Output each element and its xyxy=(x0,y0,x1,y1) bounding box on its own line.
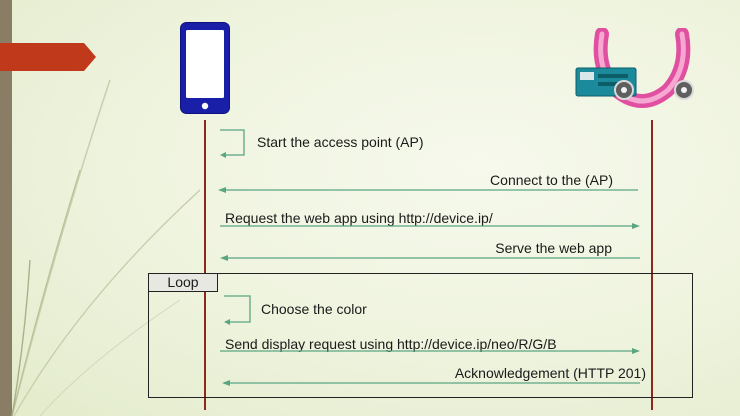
decorative-grass-lines xyxy=(11,79,200,416)
arrow-request-app xyxy=(220,223,640,229)
self-loop-arrow-color xyxy=(224,295,251,325)
phone-lifeline xyxy=(204,120,206,410)
neopixel-device-icon xyxy=(575,28,694,108)
smartphone-icon xyxy=(180,22,230,114)
arrow-connect-ap xyxy=(218,187,638,193)
message-serve-app: Serve the web app xyxy=(495,240,612,256)
arrow-serve-app xyxy=(220,255,640,261)
message-request-app: Request the web app using http://device.… xyxy=(225,210,493,226)
message-connect-ap: Connect to the (AP) xyxy=(490,172,613,188)
left-accent-bar xyxy=(0,0,12,416)
loop-frame xyxy=(148,273,693,398)
message-ack: Acknowledgement (HTTP 201) xyxy=(454,365,646,381)
message-start-ap: Start the access point (AP) xyxy=(257,134,424,150)
arrow-send-request xyxy=(220,348,640,354)
device-lifeline xyxy=(651,120,653,410)
message-choose-color: Choose the color xyxy=(261,301,367,317)
loop-label: Loop xyxy=(148,273,218,292)
arrow-ack xyxy=(222,380,640,386)
message-send-request: Send display request using http://device… xyxy=(225,336,557,352)
self-loop-arrow xyxy=(220,129,245,158)
red-arrow-tab xyxy=(0,43,96,71)
